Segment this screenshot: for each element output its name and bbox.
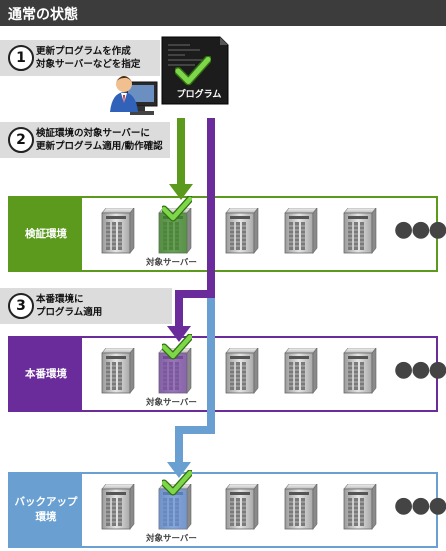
step-2-line2: 更新プログラム適用/動作確認	[36, 141, 163, 152]
production-more-icon: ●●●	[394, 357, 446, 382]
step-3-number: 3	[8, 293, 34, 319]
target-server-icon	[158, 473, 191, 530]
backup-servers	[101, 473, 377, 530]
verification-servers	[101, 199, 377, 254]
server-icon	[284, 208, 318, 254]
env-backup-label-line1: バックアップ	[14, 496, 78, 508]
step-1-band: 1 更新プログラムを作成 対象サーバーなどを指定	[0, 40, 160, 76]
server-icon	[101, 208, 135, 254]
backup-target-label: 対象サーバー	[146, 534, 197, 544]
step-2-band: 2 検証環境の対象サーバーに 更新プログラム適用/動作確認	[0, 122, 170, 158]
env-production-label: 本番環境	[10, 338, 82, 410]
env-verification-label: 検証環境	[10, 198, 82, 270]
server-icon	[343, 484, 377, 530]
verification-target-label: 対象サーバー	[146, 258, 197, 268]
step-2-text: 検証環境の対象サーバーに 更新プログラム適用/動作確認	[36, 127, 163, 153]
arrow-to-backup	[167, 298, 215, 478]
step-1-line1: 更新プログラムを作成	[36, 46, 131, 57]
env-backup-label: バックアップ 環境	[10, 474, 82, 546]
env-production-label-line1: 本番環境	[25, 367, 67, 380]
verification-more-icon: ●●●	[394, 217, 446, 242]
step-3-line1: 本番環境に	[36, 294, 84, 305]
step-1-line2: 対象サーバーなどを指定	[36, 59, 141, 70]
page-title: 通常の状態	[8, 7, 78, 23]
target-server-icon	[158, 199, 191, 254]
backup-more-icon: ●●●	[394, 493, 446, 518]
user-computer-icon	[110, 76, 158, 115]
env-backup: バックアップ 環境	[8, 472, 438, 548]
env-verification-label-line1: 検証環境	[25, 227, 67, 240]
server-icon	[225, 484, 259, 530]
target-server-icon	[158, 337, 191, 394]
step-2-line1: 検証環境の対象サーバーに	[36, 128, 150, 139]
server-icon	[343, 348, 377, 394]
arrow-to-production	[167, 118, 215, 342]
server-icon	[343, 208, 377, 254]
step-3-band: 3 本番環境に プログラム適用	[0, 288, 172, 324]
title-bar: 通常の状態	[0, 0, 446, 26]
production-target-label: 対象サーバー	[146, 398, 197, 408]
server-icon	[284, 484, 318, 530]
program-label: プログラム	[176, 90, 222, 100]
env-backup-label-line2: 環境	[35, 511, 57, 523]
arrow-to-verification	[169, 118, 193, 200]
server-icon	[284, 348, 318, 394]
step-1-number: 1	[8, 45, 34, 71]
server-icon	[101, 348, 135, 394]
program-document-icon	[161, 36, 229, 105]
step-2-number: 2	[8, 127, 34, 153]
step-1-text: 更新プログラムを作成 対象サーバーなどを指定	[36, 45, 140, 71]
step-3-line2: プログラム適用	[36, 307, 103, 318]
server-icon	[225, 348, 259, 394]
production-servers	[101, 337, 377, 394]
step-3-text: 本番環境に プログラム適用	[36, 293, 102, 319]
server-icon	[101, 484, 135, 530]
server-icon	[225, 208, 259, 254]
